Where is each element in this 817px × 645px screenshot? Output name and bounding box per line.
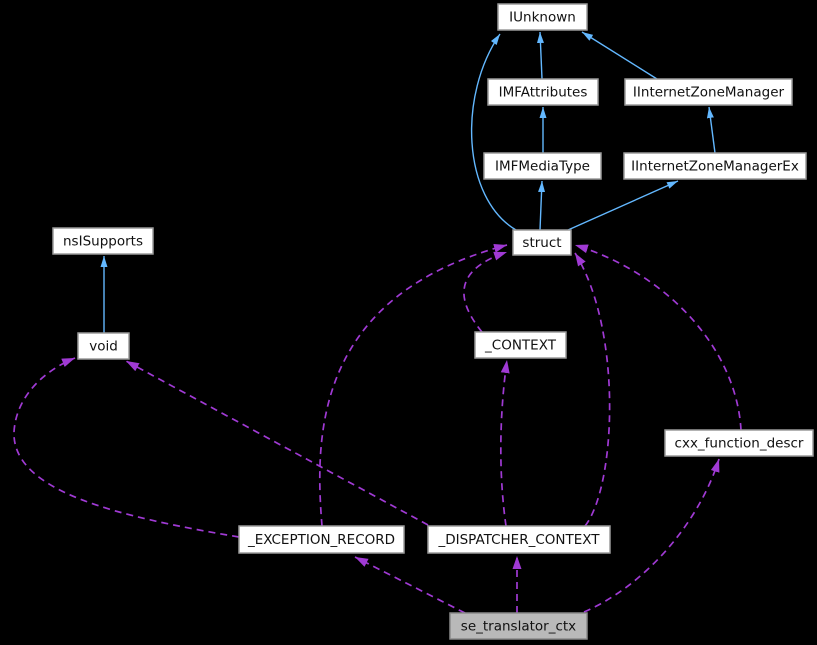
node-box-iinternetzonemanagerex (623, 152, 807, 180)
node-dispatcher-context[interactable]: _DISPATCHER_CONTEXT (427, 525, 611, 554)
edge-struct-to-imfmediatype (538, 180, 546, 231)
node-label-dispatcher-context: _DISPATCHER_CONTEXT (437, 532, 600, 548)
edge-se-translator-ctx-to-exception-record (354, 556, 466, 614)
node-box-context (474, 331, 567, 359)
edge-dispatcher-context-to-void (125, 360, 429, 526)
edge-cxx-function-descr-to-struct (574, 244, 742, 431)
node-context[interactable]: _CONTEXT (474, 331, 567, 359)
node-label-exception-record: _EXCEPTION_RECORD (247, 532, 395, 548)
node-label-iinternetzonemanager: IInternetZoneManager (633, 85, 785, 101)
node-imfmediatype[interactable]: IMFMediaType (483, 152, 602, 180)
edge-imfattributes-to-iunknown (536, 31, 544, 80)
node-box-void (77, 332, 130, 360)
node-cxx-function-descr[interactable]: cxx_function_descr (664, 429, 814, 457)
node-box-imfattributes (487, 78, 599, 106)
node-box-iinternetzonemanager (624, 78, 793, 106)
edge-iinternetzonemanager-to-iunknown (581, 31, 658, 80)
node-iunknown[interactable]: IUnknown (497, 3, 588, 31)
edge-iinternetzonemanagerex-to-iinternetzonemanager (706, 106, 716, 154)
node-label-imfattributes: IMFAttributes (499, 85, 588, 101)
edge-context-to-struct (463, 251, 508, 333)
node-label-iunknown: IUnknown (509, 10, 576, 26)
node-label-context: _CONTEXT (484, 338, 557, 354)
node-imfattributes[interactable]: IMFAttributes (487, 78, 599, 106)
node-exception-record[interactable]: _EXCEPTION_RECORD (238, 525, 405, 554)
node-iinternetzonemanagerex[interactable]: IInternetZoneManagerEx (623, 152, 807, 180)
edge-dispatcher-context-to-context (499, 359, 510, 527)
node-box-dispatcher-context (427, 525, 611, 554)
node-nsisupports[interactable]: nsISupports (52, 227, 154, 255)
node-se-translator-ctx[interactable]: se_translator_ctx (449, 612, 588, 640)
edge-exception-record-to-struct (318, 243, 508, 527)
node-box-cxx-function-descr (664, 429, 814, 457)
edge-struct-to-iinternetzonemanagerex (567, 180, 679, 231)
node-iinternetzonemanager[interactable]: IInternetZoneManager (624, 78, 793, 106)
node-box-nsisupports (52, 227, 154, 255)
node-box-se-translator-ctx (449, 612, 588, 640)
node-box-exception-record (238, 525, 405, 554)
edge-dispatcher-context-to-struct (574, 252, 611, 527)
node-struct[interactable]: struct (512, 229, 572, 256)
node-void[interactable]: void (77, 332, 130, 360)
node-box-iunknown (497, 3, 588, 31)
edge-exception-record-to-void (13, 357, 240, 538)
node-label-se-translator-ctx: se_translator_ctx (461, 619, 576, 635)
node-label-void: void (89, 339, 118, 355)
node-label-cxx-function-descr: cxx_function_descr (675, 436, 804, 452)
edge-struct-to-iunknown (470, 33, 517, 231)
node-label-iinternetzonemanagerex: IInternetZoneManagerEx (631, 159, 799, 175)
node-label-nsisupports: nsISupports (63, 234, 143, 250)
node-box-imfmediatype (483, 152, 602, 180)
node-label-struct: struct (522, 235, 561, 251)
node-label-imfmediatype: IMFMediaType (495, 159, 590, 175)
node-box-struct (512, 229, 572, 256)
edge-se-translator-ctx-to-cxx-function-descr (583, 458, 720, 613)
